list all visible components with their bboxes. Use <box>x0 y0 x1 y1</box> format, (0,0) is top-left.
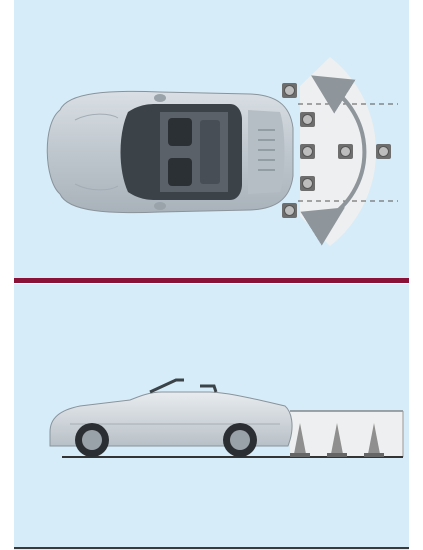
car-top-view <box>47 91 293 212</box>
sensor-box-1 <box>282 83 297 98</box>
sensor-box-6 <box>300 176 315 191</box>
top-view <box>47 57 398 246</box>
sensor-box-7 <box>282 203 297 218</box>
sensor-box-3 <box>300 144 315 159</box>
sensor-box-2 <box>300 112 315 127</box>
side-view <box>50 380 403 457</box>
car-side-view <box>50 380 292 457</box>
sensor-box-5 <box>376 144 391 159</box>
sensor-box-4 <box>338 144 353 159</box>
side-detection-zone <box>290 411 403 457</box>
